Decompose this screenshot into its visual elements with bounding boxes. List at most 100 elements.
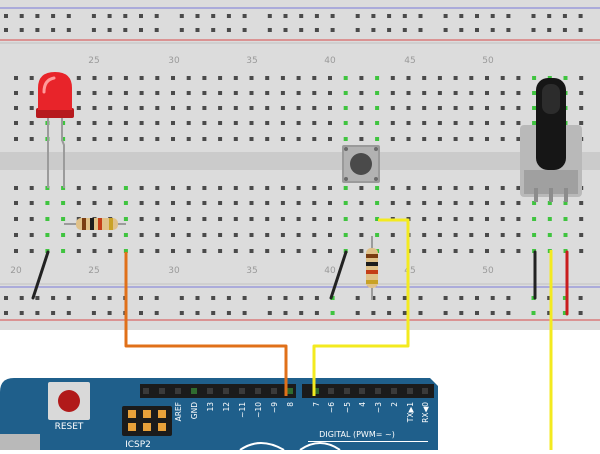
breadboard-hole[interactable] xyxy=(108,233,113,237)
breadboard-hole[interactable] xyxy=(108,121,113,125)
breadboard-hole[interactable] xyxy=(123,28,128,32)
breadboard-hole[interactable] xyxy=(76,233,81,237)
breadboard-hole[interactable] xyxy=(459,311,464,315)
breadboard-hole[interactable] xyxy=(532,121,537,125)
header-pin[interactable] xyxy=(344,388,350,394)
breadboard-hole[interactable] xyxy=(108,137,113,141)
breadboard-hole[interactable] xyxy=(202,76,207,80)
breadboard-hole[interactable] xyxy=(343,91,348,95)
breadboard-hole[interactable] xyxy=(390,233,395,237)
breadboard-hole[interactable] xyxy=(516,121,521,125)
breadboard-hole[interactable] xyxy=(485,201,489,205)
breadboard-hole[interactable] xyxy=(500,249,505,253)
breadboard-hole[interactable] xyxy=(500,201,505,205)
reset-button-cap[interactable] xyxy=(58,390,80,412)
breadboard-hole[interactable] xyxy=(249,76,254,80)
breadboard-hole[interactable] xyxy=(76,121,81,125)
breadboard-hole[interactable] xyxy=(91,14,96,18)
breadboard-hole[interactable] xyxy=(500,121,505,125)
breadboard-hole[interactable] xyxy=(390,91,395,95)
resistor-button[interactable] xyxy=(366,236,378,300)
breadboard-hole[interactable] xyxy=(500,106,505,110)
breadboard-hole[interactable] xyxy=(35,28,40,32)
breadboard-hole[interactable] xyxy=(437,121,442,125)
breadboard-hole[interactable] xyxy=(280,137,285,141)
breadboard-hole[interactable] xyxy=(171,217,175,221)
breadboard-hole[interactable] xyxy=(375,186,380,190)
breadboard-hole[interactable] xyxy=(171,76,175,80)
breadboard-hole[interactable] xyxy=(155,201,160,205)
breadboard-hole[interactable] xyxy=(390,76,395,80)
breadboard-hole[interactable] xyxy=(328,106,332,110)
breadboard-hole[interactable] xyxy=(485,249,489,253)
breadboard-hole[interactable] xyxy=(296,249,301,253)
breadboard-hole[interactable] xyxy=(371,296,376,300)
breadboard-hole[interactable] xyxy=(283,28,288,32)
breadboard-hole[interactable] xyxy=(469,106,474,110)
breadboard-hole[interactable] xyxy=(299,28,304,32)
breadboard-hole[interactable] xyxy=(280,91,285,95)
breadboard-hole[interactable] xyxy=(66,14,71,18)
breadboard-hole[interactable] xyxy=(123,217,128,221)
breadboard-hole[interactable] xyxy=(218,121,223,125)
breadboard-hole[interactable] xyxy=(387,311,392,315)
breadboard-hole[interactable] xyxy=(76,137,81,141)
breadboard-hole[interactable] xyxy=(563,201,568,205)
breadboard-hole[interactable] xyxy=(265,233,270,237)
breadboard-hole[interactable] xyxy=(267,311,272,315)
breadboard-hole[interactable] xyxy=(469,137,474,141)
breadboard-hole[interactable] xyxy=(328,249,332,253)
breadboard-hole[interactable] xyxy=(485,91,489,95)
breadboard-hole[interactable] xyxy=(343,76,348,80)
breadboard-hole[interactable] xyxy=(45,201,50,205)
breadboard-hole[interactable] xyxy=(531,14,536,18)
breadboard-hole[interactable] xyxy=(211,296,216,300)
breadboard-hole[interactable] xyxy=(123,233,128,237)
breadboard-hole[interactable] xyxy=(4,296,8,300)
breadboard-hole[interactable] xyxy=(123,14,128,18)
breadboard-hole[interactable] xyxy=(107,28,112,32)
red-led[interactable] xyxy=(36,72,74,188)
breadboard-hole[interactable] xyxy=(139,217,144,221)
breadboard-hole[interactable] xyxy=(91,28,96,32)
breadboard-hole[interactable] xyxy=(359,91,364,95)
breadboard-hole[interactable] xyxy=(280,201,285,205)
breadboard-hole[interactable] xyxy=(296,201,301,205)
breadboard-hole[interactable] xyxy=(14,121,18,125)
breadboard-hole[interactable] xyxy=(139,137,144,141)
breadboard-hole[interactable] xyxy=(155,217,160,221)
breadboard-hole[interactable] xyxy=(4,311,8,315)
breadboard-hole[interactable] xyxy=(312,249,317,253)
breadboard-hole[interactable] xyxy=(422,233,427,237)
breadboard-hole[interactable] xyxy=(108,76,113,80)
breadboard-hole[interactable] xyxy=(343,137,348,141)
breadboard-hole[interactable] xyxy=(35,296,40,300)
breadboard-hole[interactable] xyxy=(563,76,568,80)
header-pin[interactable] xyxy=(255,388,261,394)
breadboard-hole[interactable] xyxy=(267,14,272,18)
breadboard-hole[interactable] xyxy=(29,217,34,221)
breadboard-hole[interactable] xyxy=(186,106,191,110)
breadboard-hole[interactable] xyxy=(123,186,128,190)
header-pin[interactable] xyxy=(391,388,397,394)
breadboard-hole[interactable] xyxy=(139,186,144,190)
breadboard-hole[interactable] xyxy=(562,296,567,300)
breadboard-hole[interactable] xyxy=(579,106,584,110)
breadboard-hole[interactable] xyxy=(579,249,584,253)
breadboard-hole[interactable] xyxy=(155,233,160,237)
breadboard-hole[interactable] xyxy=(453,186,458,190)
breadboard-hole[interactable] xyxy=(107,311,112,315)
orange-wire[interactable] xyxy=(124,252,288,396)
breadboard-hole[interactable] xyxy=(359,121,364,125)
breadboard-hole[interactable] xyxy=(453,249,458,253)
breadboard-hole[interactable] xyxy=(296,137,301,141)
breadboard-hole[interactable] xyxy=(437,76,442,80)
breadboard-hole[interactable] xyxy=(437,233,442,237)
breadboard-hole[interactable] xyxy=(343,186,348,190)
breadboard-hole[interactable] xyxy=(139,106,144,110)
breadboard-hole[interactable] xyxy=(29,121,34,125)
breadboard-hole[interactable] xyxy=(171,137,175,141)
breadboard-hole[interactable] xyxy=(186,76,191,80)
breadboard-hole[interactable] xyxy=(532,201,537,205)
breadboard-hole[interactable] xyxy=(154,28,159,32)
